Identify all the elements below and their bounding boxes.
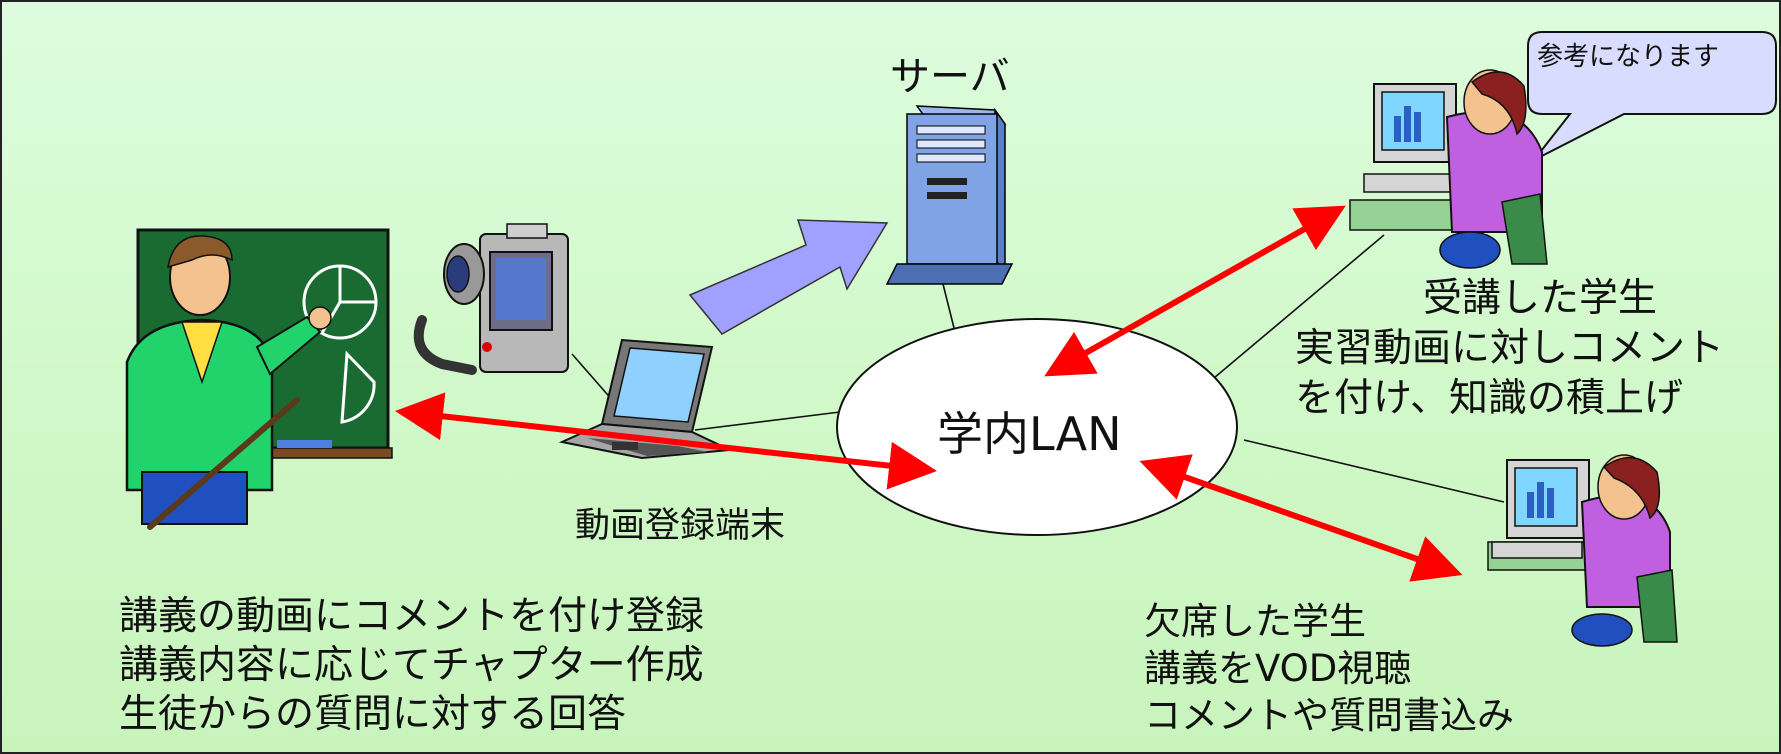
big-arrow-icon	[688, 219, 889, 335]
server-tower-icon	[885, 105, 1014, 285]
attended-student-title: 受講した学生	[1423, 276, 1658, 321]
teacher-line: 講義内容に応じてチャプター作成	[119, 643, 704, 688]
server-label: サーバ	[890, 54, 1010, 100]
absent-student-line: 講義をVOD視聴	[1144, 647, 1412, 690]
interaction-arrows	[395, 205, 1463, 582]
arrow-lan-student2	[1139, 454, 1463, 582]
bubble-text: 参考になります	[1537, 42, 1720, 72]
attended-student-line: 実習動画に対しコメント	[1295, 326, 1725, 371]
attended-student-line: を付け、知識の積上げ	[1295, 376, 1684, 421]
student-computer-icon	[1349, 69, 1548, 269]
speech-bubble-icon	[1527, 31, 1777, 161]
absent-student-description: 欠席した学生 講義をVOD視聴 コメントや質問書込み	[1144, 598, 1514, 739]
teacher-line: 生徒からの質問に対する回答	[119, 692, 627, 737]
link-laptop-lan	[694, 411, 841, 431]
video-camera-icon	[413, 223, 569, 375]
teacher-clipart-icon	[125, 228, 393, 530]
arrow-teacher-lan	[395, 392, 937, 490]
link-student2-lan	[1243, 439, 1505, 503]
teacher-line: 講義の動画にコメントを付け登録	[119, 594, 705, 639]
link-camera-laptop	[571, 353, 615, 403]
attended-student-description: 受講した学生 実習動画に対しコメント を付け、知識の積上げ	[1295, 274, 1724, 424]
terminal-label: 動画登録端末	[575, 506, 786, 546]
absent-student-title: 欠席した学生	[1144, 600, 1366, 643]
teacher-description: 講義の動画にコメントを付け登録 講義内容に応じてチャプター作成 生徒からの質問に…	[119, 592, 704, 739]
absent-student-line: コメントや質問書込み	[1144, 694, 1514, 737]
lan-label: 学内LAN	[937, 407, 1122, 461]
arrow-lan-student1	[1044, 205, 1346, 377]
student-computer-icon	[1487, 454, 1678, 647]
